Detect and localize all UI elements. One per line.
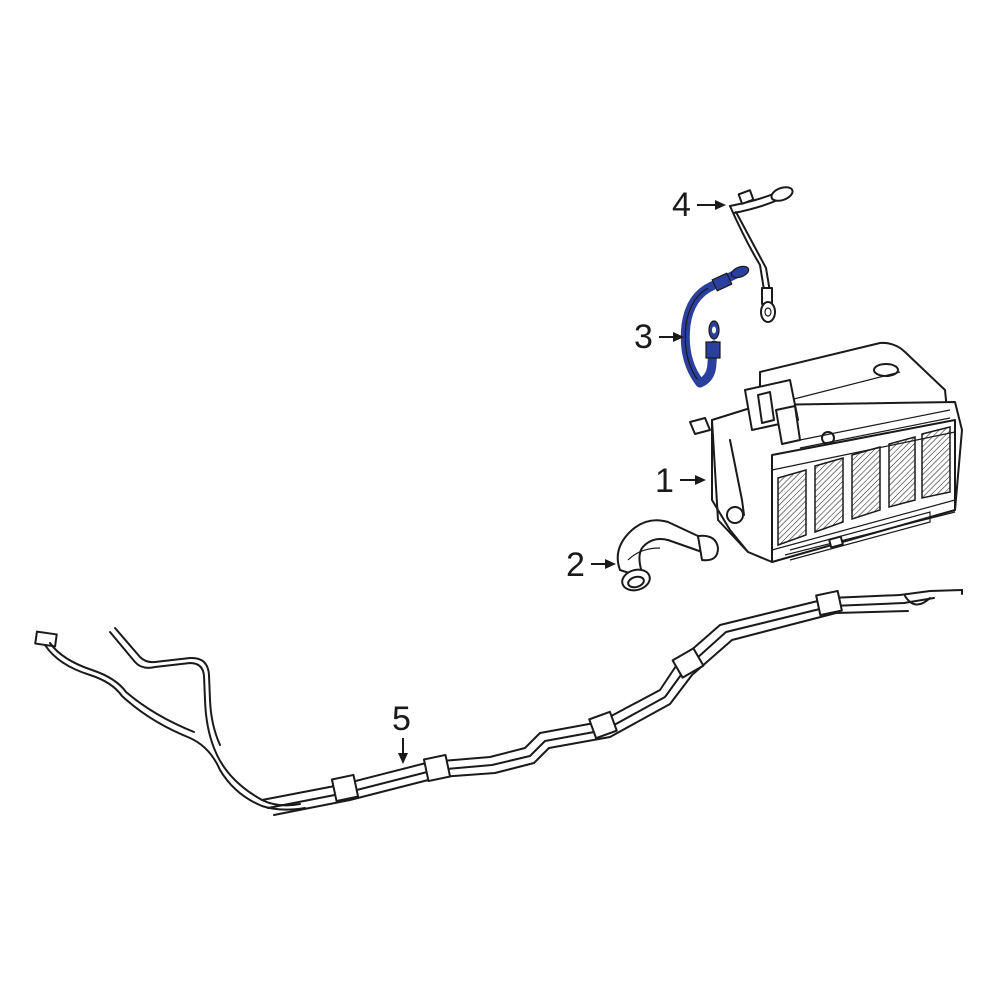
callout-3: 3 xyxy=(634,318,684,356)
vent-hose xyxy=(616,519,719,592)
battery-cable-highlighted xyxy=(680,265,750,388)
cable-harness xyxy=(34,589,963,816)
battery xyxy=(689,341,963,563)
battery-cable xyxy=(729,186,794,323)
callout-4-label: 4 xyxy=(672,186,691,224)
callout-5: 5 xyxy=(392,700,411,764)
callout-2-label: 2 xyxy=(566,546,585,584)
callout-1-label: 1 xyxy=(655,462,674,500)
callout-5-label: 5 xyxy=(392,700,411,738)
callout-3-label: 3 xyxy=(634,318,653,356)
callout-4: 4 xyxy=(672,186,726,224)
callout-2: 2 xyxy=(566,546,616,584)
callout-1: 1 xyxy=(655,462,706,500)
